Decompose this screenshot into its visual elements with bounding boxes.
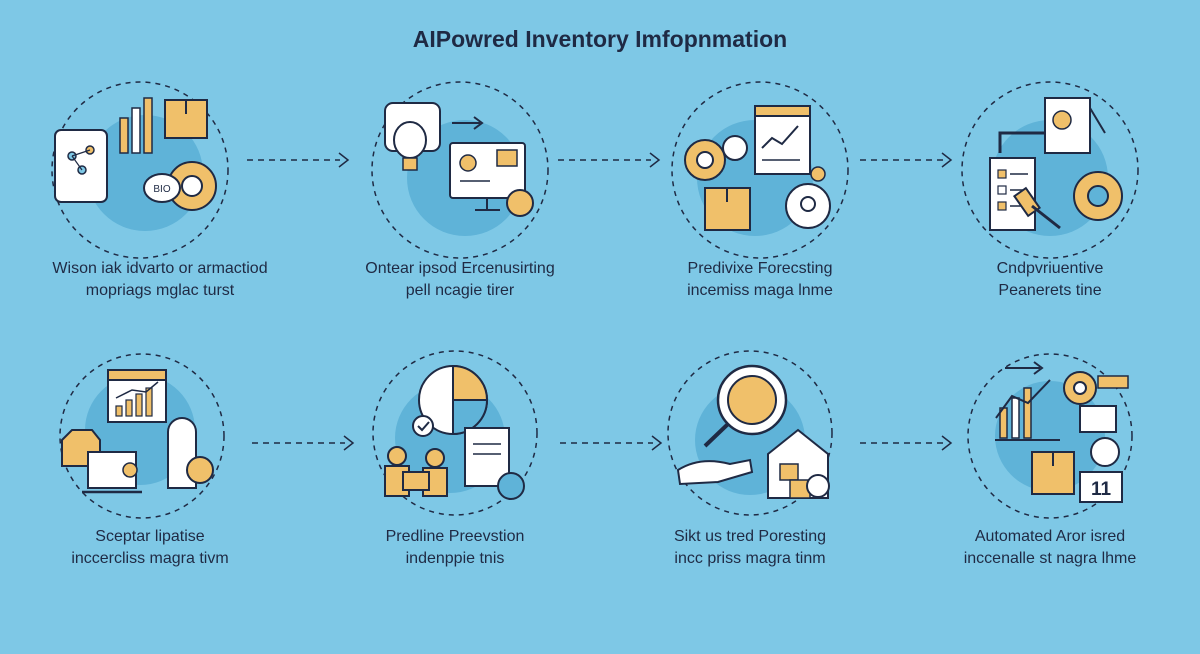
step-7-illustration [600,348,900,588]
step-6-caption: Predline Preevstion indenppie tnis [305,526,605,570]
step-8-caption-line2: inccenalle st nagra lhme [963,550,1137,567]
step-2-illustration [310,78,610,318]
step-1-illustration: BIO [10,78,310,318]
step-8: 11 Automated Aror isred inccenalle st na… [900,348,1200,648]
calendar-icon [1079,471,1123,503]
step-3: Predivixe Forecsting incemiss maga lnme [610,78,910,378]
step-7-caption-line1: Sikt us tred Poresting [673,528,827,545]
step-1: BIO Wison iak idvarto or armactiod mopri… [10,78,310,378]
worker-icon [387,446,407,466]
step-2: Ontear ipsod Ercenusirting pell ncagie t… [310,78,610,378]
step-4-illustration [900,78,1200,318]
bio-badge-icon [143,173,181,203]
flow-arrow [245,150,355,170]
hand-icon [676,458,754,486]
step-5-caption: Sceptar lipatise inccercliss magra tivm [0,526,300,570]
document-icon [464,427,510,487]
flow-arrow [558,433,668,453]
step-8-caption: Automated Aror isred inccenalle st nagra… [900,526,1200,570]
bar-chart-icon [119,117,129,154]
step-6-illustration [305,348,605,588]
step-1-caption-line2: mopriags mglac turst [85,282,235,299]
step-1-caption: Wison iak idvarto or armactiod mopriags … [10,258,310,302]
step-8-caption-line1: Automated Aror isred [974,528,1126,545]
idea-badge-icon [785,183,831,229]
step-8-illustration: 11 [900,348,1200,588]
step-5-caption-line1: Sceptar lipatise [95,528,205,545]
step-1-caption-line1: Wison iak idvarto or armactiod [52,260,268,277]
step-3-caption-line2: incemiss maga lnme [687,282,833,299]
flow-arrow [556,150,666,170]
step-2-caption-line2: pell ncagie tirer [405,282,515,299]
box-icon [164,99,208,139]
step-7-caption: Sikt us tred Poresting incc priss magra … [600,526,900,570]
step-6: Predline Preevstion indenppie tnis [305,348,605,648]
svg-text:11: 11 [1091,479,1112,500]
step-3-caption: Predivixe Forecsting incemiss maga lnme [610,258,910,302]
step-4-caption: Cndpvriuentive Peanerets tine [900,258,1200,302]
step-2-caption-line1: Ontear ipsod Ercenusirting [365,260,555,277]
step-3-illustration [610,78,910,318]
step-6-caption-line1: Predline Preevstion [385,528,525,545]
step-5-caption-line2: inccercliss magra tivm [71,550,229,567]
svg-text:BIO: BIO [153,184,170,195]
step-7-caption-line2: incc priss magra tinm [674,550,826,567]
lightbulb-icon [393,121,427,159]
step-2-caption: Ontear ipsod Ercenusirting pell ncagie t… [310,258,610,302]
step-6-caption-line2: indenppie tnis [405,550,505,567]
step-4: Cndpvriuentive Peanerets tine [900,78,1200,378]
step-4-caption-line1: Cndpvriuentive [996,260,1104,277]
page-title: AIPowred Inventory Imfopnmation [412,26,788,52]
step-3-caption-line1: Predivixe Forecsting [687,260,833,277]
step-5-illustration [0,348,300,588]
flow-arrow [858,150,968,170]
step-5: Sceptar lipatise inccercliss magra tivm [0,348,300,648]
step-7: Sikt us tred Poresting incc priss magra … [600,348,900,648]
worker-icon [425,448,445,468]
flow-arrow [250,433,360,453]
step-4-caption-line2: Peanerets tine [998,282,1102,299]
flow-arrow [858,433,968,453]
